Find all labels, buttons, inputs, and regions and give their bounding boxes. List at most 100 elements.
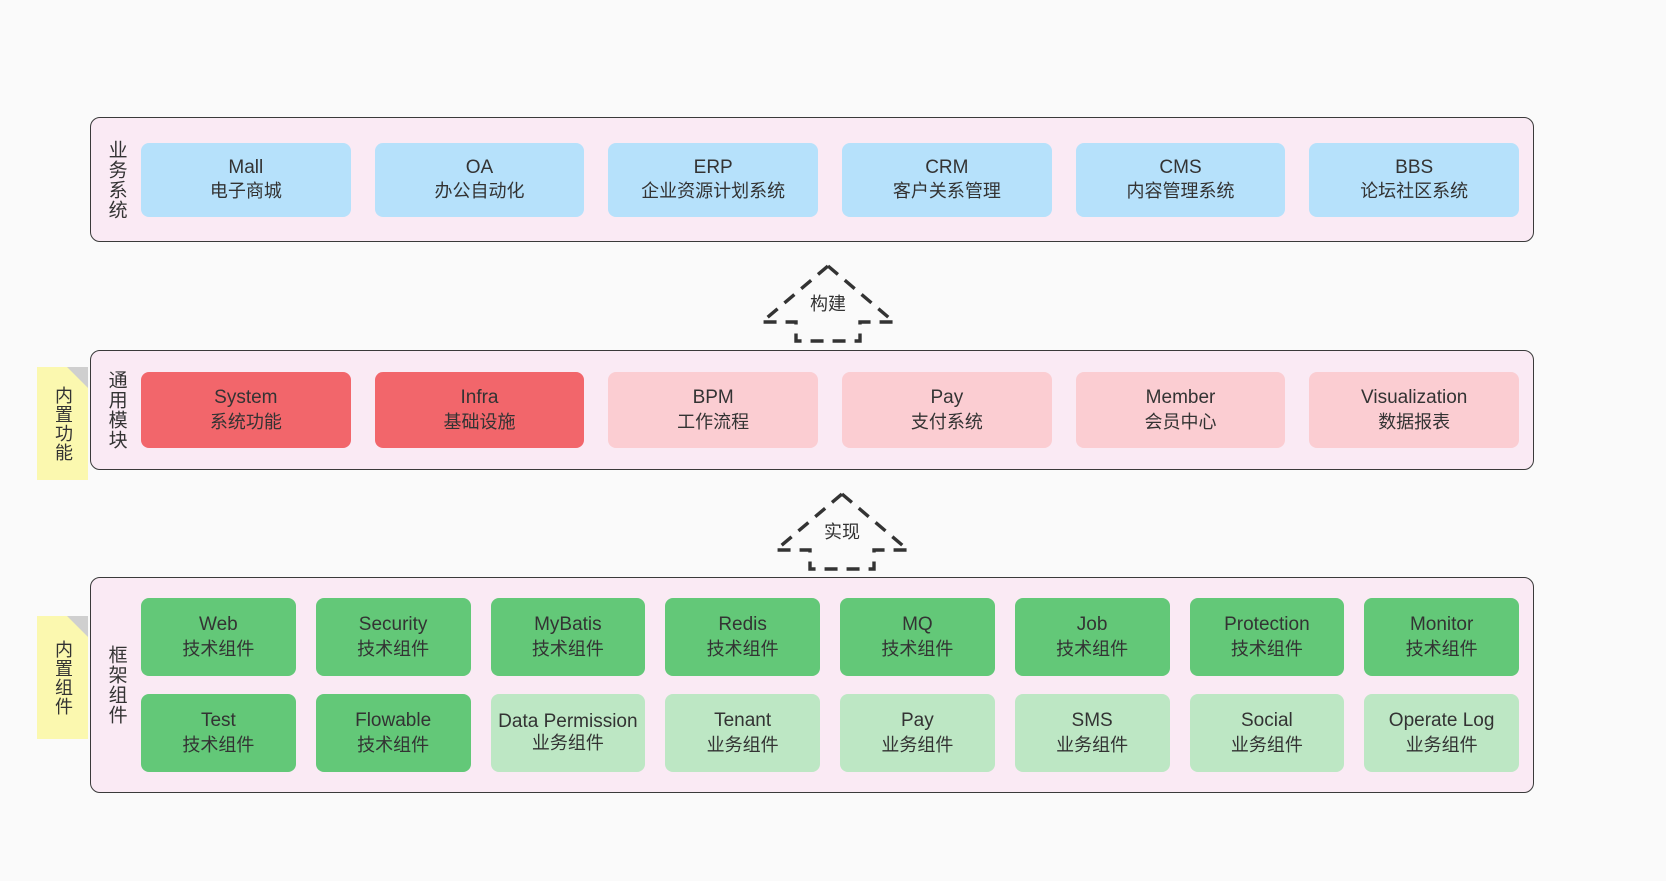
component-title-cn: 技术组件: [706, 638, 779, 659]
component-title-en: Tenant: [714, 710, 772, 732]
component-title-cn: 业务组件: [1056, 734, 1129, 755]
module-title-en: BPM: [692, 387, 734, 409]
component-title-en: Data Permission: [498, 710, 638, 732]
component-card-security[interactable]: Security 技术组件: [315, 598, 471, 676]
component-title-cn: 技术组件: [1405, 638, 1478, 659]
component-title-cn: 技术组件: [1056, 638, 1129, 659]
layer-body-common-modules: System 系统功能 Infra 基础设施 BPM 工作流程 Pay 支付系统…: [137, 351, 1533, 469]
module-card-system[interactable]: System 系统功能: [141, 372, 351, 448]
sticky-note-builtin-features: 内置功能: [37, 367, 88, 480]
component-card-operate-log[interactable]: Operate Log 业务组件: [1364, 694, 1519, 772]
framework-business-row: Test 技术组件 Flowable 技术组件 Data Permission …: [141, 694, 1519, 772]
arrow-implement-shape: [772, 491, 912, 571]
module-title-en: Member: [1145, 387, 1216, 409]
component-title-cn: 技术组件: [881, 638, 954, 659]
component-title-cn: 业务组件: [1405, 734, 1478, 755]
module-title-en: Mall: [228, 156, 264, 178]
layer-business-systems: 业务系统 Mall 电子商城 OA 办公自动化 ERP 企业资源计划系统 CRM…: [90, 117, 1534, 242]
layer-label-common-modules: 通用模块: [105, 370, 127, 450]
component-title-cn: 技术组件: [182, 638, 255, 659]
component-title-en: SMS: [1071, 710, 1113, 732]
module-card-pay[interactable]: Pay 支付系统: [842, 372, 1052, 448]
component-card-monitor[interactable]: Monitor 技术组件: [1364, 598, 1519, 676]
module-title-en: ERP: [693, 156, 733, 178]
component-card-data-permission[interactable]: Data Permission 业务组件: [490, 694, 646, 772]
component-title-en: Pay: [901, 710, 934, 732]
component-title-en: Protection: [1224, 614, 1310, 636]
component-card-sms[interactable]: SMS 业务组件: [1014, 694, 1170, 772]
module-title-en: Infra: [460, 387, 499, 409]
module-card-infra[interactable]: Infra 基础设施: [374, 372, 585, 448]
module-card-member[interactable]: Member 会员中心: [1075, 372, 1286, 448]
module-title-cn: 企业资源计划系统: [641, 181, 786, 202]
arrow-build: 构建: [758, 262, 898, 344]
component-title-en: Flowable: [355, 710, 432, 732]
arrow-implement: 实现: [772, 490, 912, 572]
module-title-cn: 支付系统: [910, 411, 983, 432]
arrow-build-shape: [758, 263, 898, 343]
module-card-mall[interactable]: Mall 电子商城: [141, 142, 351, 217]
sticky-note-builtin-components: 内置组件: [37, 616, 88, 739]
arrow-build-label: 构建: [810, 294, 846, 314]
module-card-bbs[interactable]: BBS 论坛社区系统: [1309, 142, 1520, 217]
component-card-redis[interactable]: Redis 技术组件: [665, 598, 820, 676]
component-title-cn: 业务组件: [881, 734, 954, 755]
module-title-en: CRM: [925, 156, 969, 178]
module-card-bpm[interactable]: BPM 工作流程: [608, 372, 819, 448]
layer-common-modules: 通用模块 System 系统功能 Infra 基础设施 BPM 工作流程 Pay…: [90, 350, 1534, 470]
business-systems-row: Mall 电子商城 OA 办公自动化 ERP 企业资源计划系统 CRM 客户关系…: [141, 142, 1520, 217]
module-title-cn: 会员中心: [1144, 411, 1217, 432]
layer-framework-components: 框架组件 Web 技术组件 Security 技术组件 MyBatis 技术组件…: [90, 577, 1534, 793]
component-card-pay[interactable]: Pay 业务组件: [840, 694, 995, 772]
component-card-protection[interactable]: Protection 技术组件: [1189, 598, 1345, 676]
component-card-web[interactable]: Web 技术组件: [141, 598, 296, 676]
module-card-crm[interactable]: CRM 客户关系管理: [842, 142, 1052, 217]
component-card-flowable[interactable]: Flowable 技术组件: [315, 694, 471, 772]
component-title-cn: 业务组件: [531, 733, 604, 754]
component-title-en: Operate Log: [1388, 710, 1495, 732]
module-title-cn: 数据报表: [1378, 411, 1451, 432]
module-title-cn: 系统功能: [209, 411, 282, 432]
framework-tech-row: Web 技术组件 Security 技术组件 MyBatis 技术组件 Redi…: [141, 598, 1519, 676]
module-card-visualization[interactable]: Visualization 数据报表: [1309, 372, 1520, 448]
arrow-implement-label: 实现: [824, 522, 860, 542]
component-title-en: Web: [199, 614, 238, 636]
component-title-en: MyBatis: [534, 614, 602, 636]
module-card-oa[interactable]: OA 办公自动化: [374, 142, 585, 217]
component-title-en: Security: [358, 614, 428, 636]
sticky-note-text: 内置组件: [52, 639, 73, 716]
module-title-cn: 内容管理系统: [1126, 181, 1235, 202]
module-title-cn: 工作流程: [677, 411, 750, 432]
component-card-test[interactable]: Test 技术组件: [141, 694, 296, 772]
component-title-cn: 技术组件: [531, 638, 604, 659]
module-title-cn: 论坛社区系统: [1360, 181, 1469, 202]
module-title-cn: 办公自动化: [434, 181, 525, 202]
component-card-social[interactable]: Social 业务组件: [1189, 694, 1345, 772]
component-title-cn: 业务组件: [1230, 734, 1303, 755]
module-title-en: Visualization: [1361, 387, 1468, 409]
component-title-en: MQ: [902, 614, 933, 636]
layer-body-framework-components: Web 技术组件 Security 技术组件 MyBatis 技术组件 Redi…: [137, 598, 1533, 772]
module-card-erp[interactable]: ERP 企业资源计划系统: [608, 142, 819, 217]
module-title-en: OA: [465, 156, 494, 178]
component-card-mybatis[interactable]: MyBatis 技术组件: [490, 598, 646, 676]
layer-label-business-systems: 业务系统: [105, 139, 127, 220]
component-card-mq[interactable]: MQ 技术组件: [840, 598, 995, 676]
component-title-cn: 业务组件: [706, 734, 779, 755]
component-title-cn: 技术组件: [182, 734, 255, 755]
module-title-cn: 客户关系管理: [892, 181, 1001, 202]
component-title-cn: 技术组件: [357, 734, 430, 755]
layer-label-framework-components: 框架组件: [105, 645, 127, 725]
component-title-en: Test: [200, 710, 236, 732]
note-fold-corner-icon: [67, 616, 88, 637]
component-card-tenant[interactable]: Tenant 业务组件: [665, 694, 820, 772]
component-title-en: Social: [1241, 710, 1293, 732]
layer-body-business-systems: Mall 电子商城 OA 办公自动化 ERP 企业资源计划系统 CRM 客户关系…: [137, 118, 1533, 241]
note-fold-corner-icon: [67, 367, 88, 388]
common-modules-row: System 系统功能 Infra 基础设施 BPM 工作流程 Pay 支付系统…: [141, 372, 1520, 448]
module-title-cn: 基础设施: [443, 411, 516, 432]
component-title-en: Job: [1076, 614, 1108, 636]
component-title-en: Monitor: [1409, 614, 1474, 636]
module-card-cms[interactable]: CMS 内容管理系统: [1075, 142, 1286, 217]
component-card-job[interactable]: Job 技术组件: [1014, 598, 1170, 676]
